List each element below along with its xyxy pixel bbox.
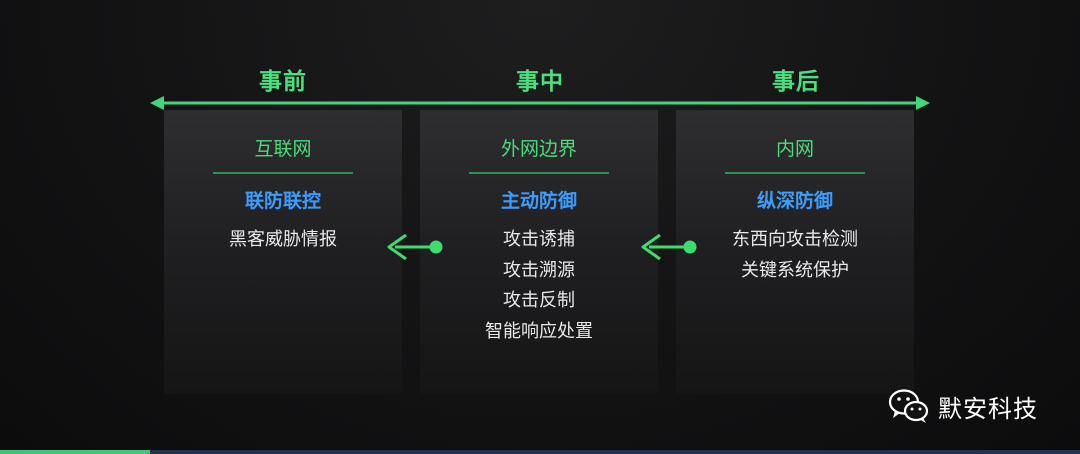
timeline-left-arrowhead xyxy=(150,96,164,110)
connector-arrow-left xyxy=(387,233,443,261)
bottom-progress-line xyxy=(0,450,1080,454)
panel-item: 攻击溯源 xyxy=(503,259,575,281)
panel-item: 攻击反制 xyxy=(503,290,575,311)
panel-title: 内网 xyxy=(775,138,814,160)
connector-arrow-right xyxy=(641,233,697,261)
panel-subtitle: 联防联控 xyxy=(244,190,321,212)
connector-chevron xyxy=(387,233,407,261)
panel-title: 外网边界 xyxy=(500,138,577,160)
panel-item: 东西向攻击检测 xyxy=(732,229,858,250)
panel-subtitle: 主动防御 xyxy=(500,190,577,212)
panel-divider xyxy=(725,172,865,174)
panel-divider xyxy=(213,172,353,174)
connector-dot xyxy=(683,240,697,254)
wechat-icon xyxy=(888,389,929,423)
panel-item-list: 黑客威胁情报 xyxy=(164,228,402,259)
panel-item-list: 东西向攻击检测 关键系统保护 xyxy=(676,228,914,289)
watermark-text: 默安科技 xyxy=(938,394,1038,423)
panel-item-list: 攻击诱捕 攻击溯源 攻击反制 智能响应处置 xyxy=(420,228,658,350)
phase-label-during: 事中 xyxy=(516,69,564,95)
panel-item: 黑客威胁情报 xyxy=(229,229,337,250)
panel-internet: 互联网 联防联控 黑客威胁情报 xyxy=(164,110,402,394)
timeline-arrow xyxy=(150,96,930,110)
connector-chevron xyxy=(641,233,661,261)
phase-label-after: 事后 xyxy=(772,69,820,95)
bottom-line-accent xyxy=(0,450,150,454)
panel-title: 互联网 xyxy=(254,138,312,160)
panel-intranet: 内网 纵深防御 东西向攻击检测 关键系统保护 xyxy=(676,110,914,394)
panel-item: 智能响应处置 xyxy=(485,320,593,342)
panel-item: 攻击诱捕 xyxy=(503,229,575,250)
panel-divider xyxy=(469,172,609,174)
watermark: 默安科技 xyxy=(888,386,1038,426)
panel-item: 关键系统保护 xyxy=(741,259,849,281)
panel-subtitle: 纵深防御 xyxy=(756,190,833,212)
phase-label-before: 事前 xyxy=(259,69,307,95)
connector-dot xyxy=(429,240,443,254)
panel-perimeter: 外网边界 主动防御 攻击诱捕 攻击溯源 攻击反制 智能响应处置 xyxy=(420,110,658,394)
timeline-right-arrowhead xyxy=(916,96,930,110)
